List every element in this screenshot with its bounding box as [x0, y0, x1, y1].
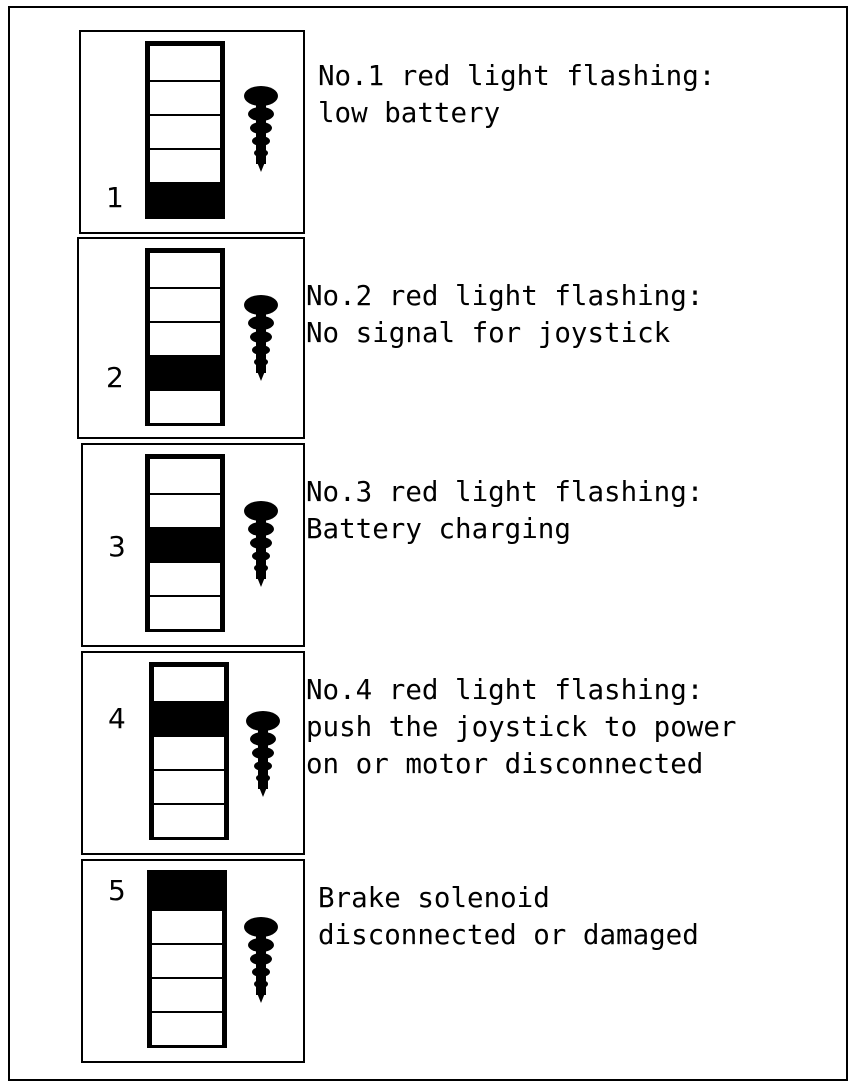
meter-segment-4: [154, 769, 224, 803]
battery-meter: [145, 41, 225, 219]
meter-segment-5: [154, 803, 224, 837]
meter-segment-2: [150, 493, 220, 527]
meter-segment-4: [150, 355, 220, 389]
panel-number: 3: [108, 530, 126, 563]
meter-segment-2: [150, 287, 220, 321]
meter-segment-1: [150, 459, 220, 493]
caption-line: disconnected or damaged: [318, 919, 699, 951]
meter-segment-5: [150, 389, 220, 423]
panel-caption-3: No.3 red light flashing: Battery charging: [306, 474, 703, 548]
panel-number: 5: [108, 874, 126, 907]
caption-line: Battery charging: [306, 513, 571, 545]
battery-meter: [147, 870, 227, 1048]
indicator-panel-2: 2: [77, 237, 305, 439]
panel-caption-5: Brake solenoid disconnected or damaged: [318, 880, 699, 954]
caption-line: No.3 red light flashing:: [306, 476, 704, 508]
panel-number: 1: [106, 181, 124, 214]
caption-line: on or motor disconnected: [306, 748, 704, 780]
meter-segment-4: [150, 561, 220, 595]
meter-segment-3: [150, 114, 220, 148]
connector-plug-icon: [244, 917, 278, 1003]
panel-caption-2: No.2 red light flashing: No signal for jo…: [306, 278, 703, 352]
diagram-frame: [8, 6, 848, 1081]
meter-segment-1: [150, 253, 220, 287]
panel-caption-4: No.4 red light flashing: push the joystic…: [306, 672, 736, 783]
indicator-panel-1: 1: [79, 30, 305, 234]
panel-caption-1: No.1 red light flashing: low battery: [318, 58, 715, 132]
battery-meter: [149, 662, 229, 840]
caption-line: No.2 red light flashing:: [306, 280, 704, 312]
indicator-panel-4: 4: [81, 651, 305, 855]
indicator-panel-3: 3: [81, 443, 305, 647]
battery-meter: [145, 454, 225, 632]
meter-segment-1: [154, 667, 224, 701]
caption-line: No.1 red light flashing:: [318, 60, 716, 92]
meter-segment-5: [150, 595, 220, 629]
meter-segment-3: [154, 735, 224, 769]
connector-plug-icon: [244, 501, 278, 587]
caption-line: No.4 red light flashing:: [306, 674, 704, 706]
meter-segment-5: [150, 182, 220, 216]
caption-line: push the joystick to power: [306, 711, 737, 743]
meter-segment-5: [152, 1011, 222, 1045]
meter-segment-2: [152, 909, 222, 943]
meter-segment-1: [150, 46, 220, 80]
connector-plug-icon: [246, 711, 280, 797]
indicator-panel-5: 5: [81, 859, 305, 1063]
connector-plug-icon: [244, 86, 278, 172]
panel-number: 4: [108, 702, 126, 735]
meter-segment-4: [150, 148, 220, 182]
caption-line: Brake solenoid: [318, 882, 550, 914]
meter-segment-4: [152, 977, 222, 1011]
panel-number: 2: [106, 361, 124, 394]
meter-segment-2: [150, 80, 220, 114]
caption-line: No signal for joystick: [306, 317, 671, 349]
connector-plug-icon: [244, 295, 278, 381]
meter-segment-1: [152, 875, 222, 909]
battery-meter: [145, 248, 225, 426]
caption-line: low battery: [318, 97, 501, 129]
meter-segment-3: [150, 321, 220, 355]
meter-segment-2: [154, 701, 224, 735]
meter-segment-3: [152, 943, 222, 977]
meter-segment-3: [150, 527, 220, 561]
